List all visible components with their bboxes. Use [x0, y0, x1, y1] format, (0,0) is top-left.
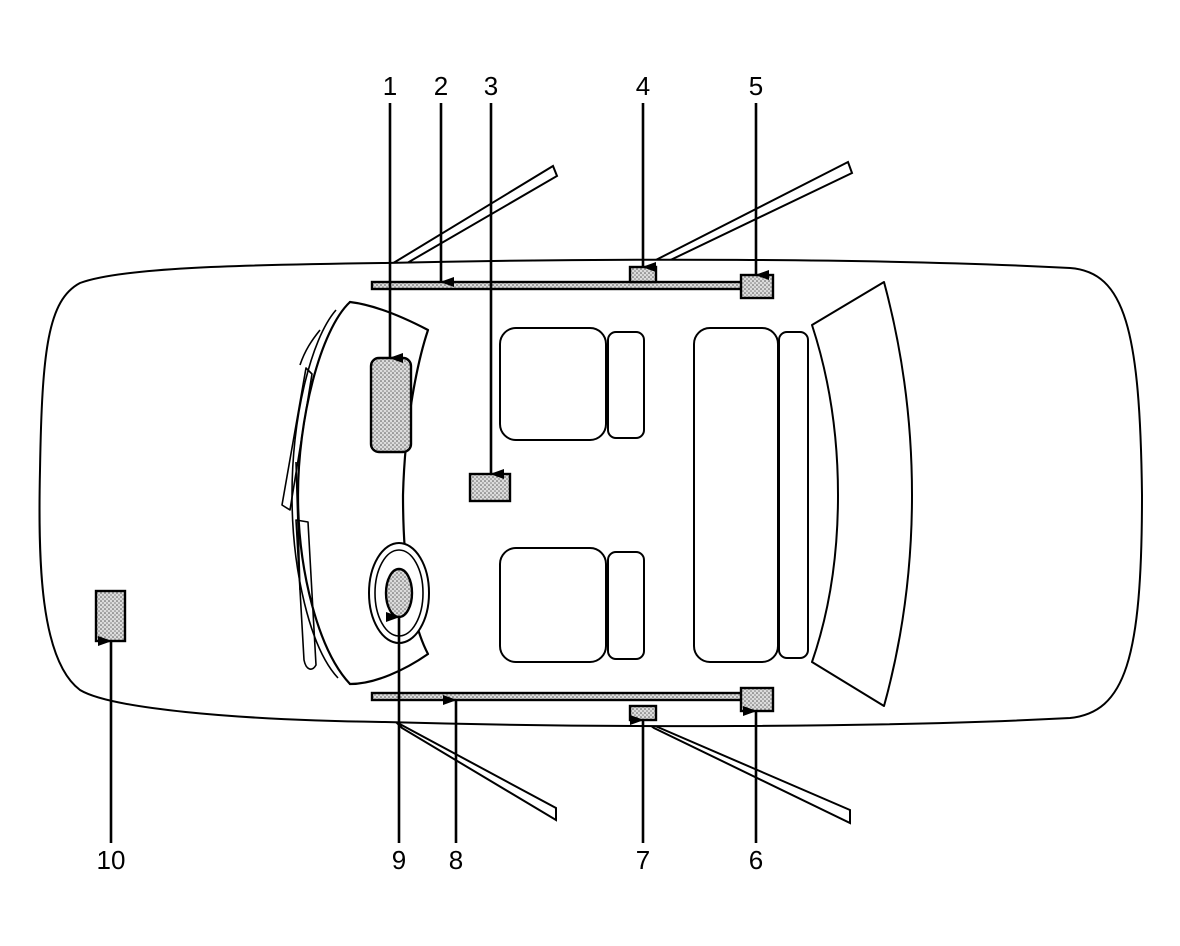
callout-8: 8 — [449, 845, 463, 875]
open-doors — [393, 160, 854, 825]
seats — [499, 327, 809, 663]
instrument-panel-module — [369, 356, 413, 454]
callout-2: 2 — [434, 71, 448, 101]
front-sensor — [94, 589, 127, 643]
right-door-module — [628, 704, 658, 722]
rear-seat-cushion — [693, 327, 779, 663]
front-left-seat-back — [607, 331, 645, 439]
front-right-seat-cushion — [499, 547, 607, 663]
callout-6: 6 — [749, 845, 763, 875]
right-side-curtain-sensor — [370, 691, 747, 702]
right-wiper-arm — [295, 519, 317, 670]
callout-5: 5 — [749, 71, 763, 101]
center-module — [468, 472, 512, 503]
front-right-door — [395, 721, 557, 822]
right-rear-module — [739, 686, 775, 713]
rear-right-door — [645, 721, 851, 825]
left-wiper-arm — [281, 367, 313, 511]
callout-3: 3 — [484, 71, 498, 101]
callout-9: 9 — [392, 845, 406, 875]
callout-labels: 1 2 3 4 5 6 7 8 9 10 — [97, 71, 764, 875]
front-right-seat-back — [607, 551, 645, 660]
rear-seat-back — [778, 331, 809, 659]
callout-1: 1 — [383, 71, 397, 101]
leader-lines — [98, 103, 769, 843]
windshield-area — [281, 300, 430, 686]
rear-window — [811, 281, 913, 707]
callout-10: 10 — [97, 845, 126, 875]
front-left-seat-cushion — [499, 327, 607, 441]
steering-wheel-module — [384, 567, 414, 619]
callout-7: 7 — [636, 845, 650, 875]
dashboard-edge — [348, 300, 430, 686]
left-side-curtain-sensor — [370, 280, 747, 291]
front-left-door — [393, 164, 559, 268]
callout-4: 4 — [636, 71, 650, 101]
left-door-module — [628, 265, 658, 284]
windshield-edge — [296, 300, 352, 686]
rear-left-door — [644, 160, 854, 268]
left-rear-module — [739, 273, 775, 300]
